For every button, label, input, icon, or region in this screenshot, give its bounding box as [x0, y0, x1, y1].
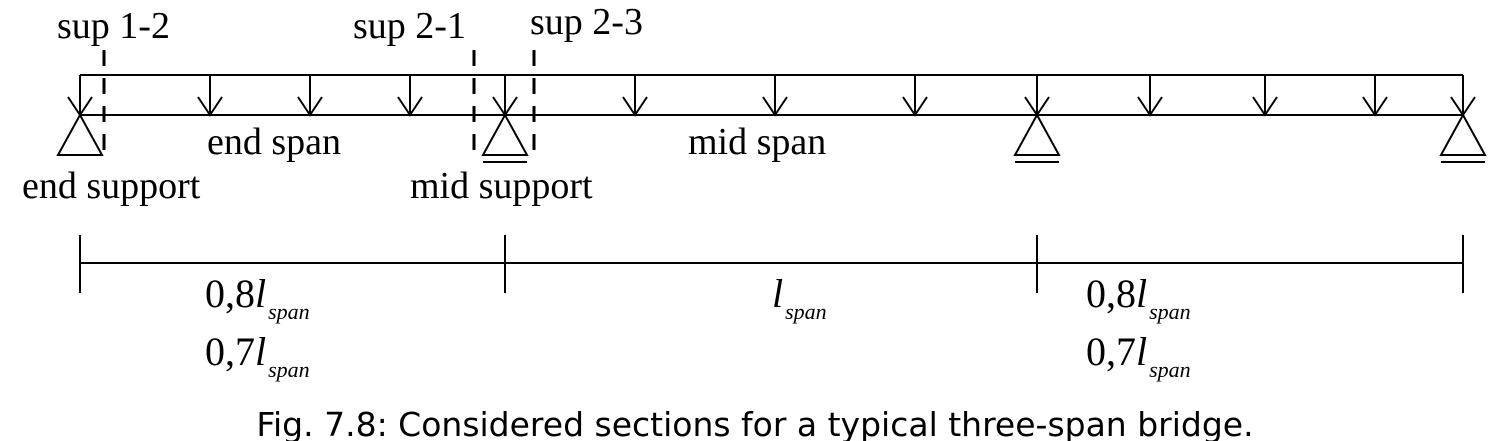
load-arrow [297, 75, 323, 117]
load-arrow [902, 75, 928, 117]
load-arrow [622, 75, 648, 117]
dim-label-mid: lspan [772, 271, 827, 324]
dimension-line [79, 235, 1464, 293]
label-mid-support: mid support [410, 165, 593, 207]
support-end-right [1439, 75, 1487, 163]
svg-text:0,8lspan: 0,8lspan [205, 271, 310, 324]
svg-text:0,8lspan: 0,8lspan [1086, 271, 1191, 324]
load-arrow [1137, 75, 1163, 117]
support-mid-2 [1013, 75, 1061, 163]
dim-label-right: 0,8lspan 0,7lspan [1086, 271, 1191, 382]
label-sup-2-1: sup 2-1 [353, 5, 466, 47]
dim-label-left: 0,8lspan 0,7lspan [205, 271, 310, 382]
label-mid-span: mid span [688, 121, 826, 163]
label-end-support: end support [22, 165, 201, 207]
load-arrow [397, 75, 423, 117]
support-mid-1 [481, 75, 529, 163]
load-arrow [762, 75, 788, 117]
load-arrow [197, 75, 223, 117]
load-arrow [1362, 75, 1388, 117]
label-sup-1-2: sup 1-2 [57, 5, 170, 47]
svg-text:0,7lspan: 0,7lspan [1086, 329, 1191, 382]
support-end-left [56, 75, 104, 156]
figure-caption: Fig. 7.8: Considered sections for a typi… [256, 405, 1253, 441]
label-end-span: end span [207, 121, 341, 163]
load-arrow [1252, 75, 1278, 117]
label-sup-2-3: sup 2-3 [530, 1, 643, 43]
svg-text:0,7lspan: 0,7lspan [205, 329, 310, 382]
load-arrows [197, 75, 1388, 117]
svg-text:lspan: lspan [772, 271, 827, 324]
